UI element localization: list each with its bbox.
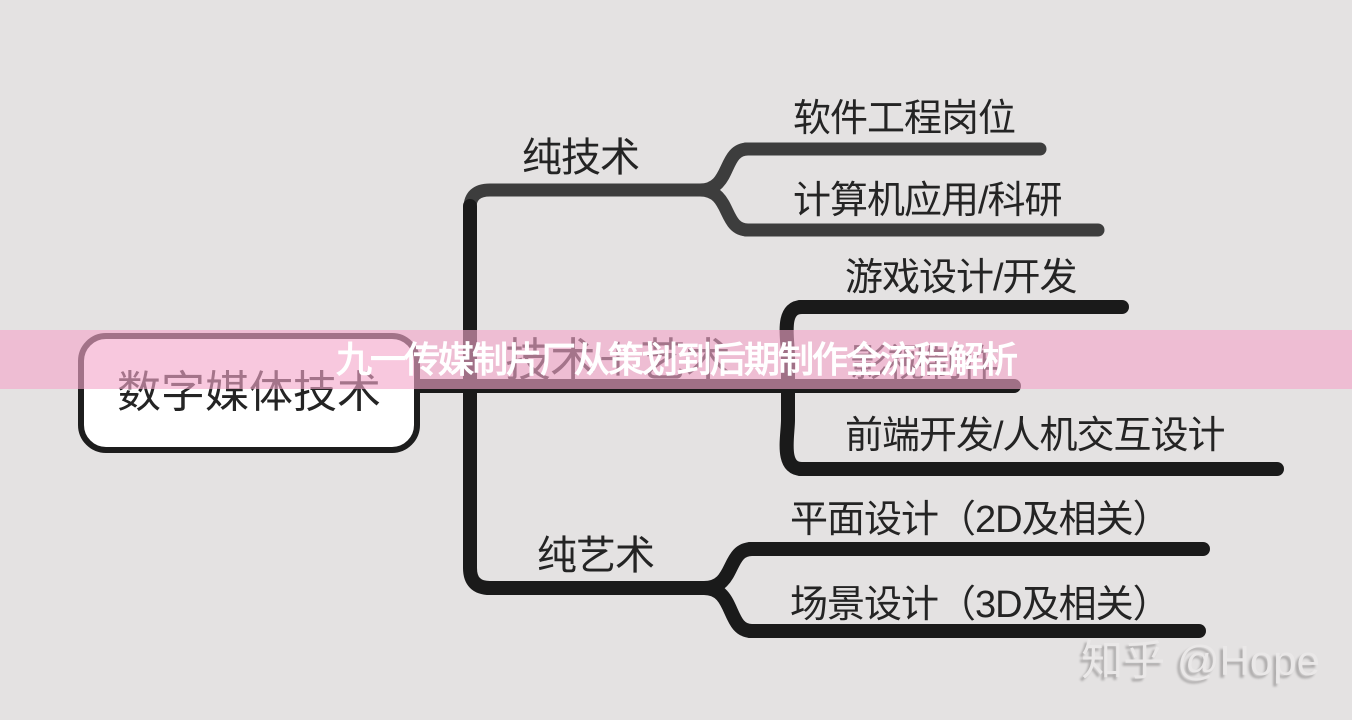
title-banner-text: 九一传媒制片厂从策划到后期制作全流程解析 [335, 338, 1018, 380]
connector-top-bracket [693, 142, 755, 237]
connector-trunk [463, 199, 713, 595]
node-game-design-development: 游戏设计/开发 [845, 257, 1078, 299]
branch-label-pure-art: 纯艺术 [537, 534, 655, 578]
watermark: 知乎 @Hope [1081, 637, 1320, 684]
branch-label-pure-tech: 纯技术 [522, 136, 640, 180]
title-banner: 九一传媒制片厂从策划到后期制作全流程解析 [0, 330, 1352, 389]
connector-bottom-bracket [697, 542, 759, 638]
node-software-engineering-jobs: 软件工程岗位 [793, 98, 1016, 140]
node-frontend-hci-design: 前端开发/人机交互设计 [845, 415, 1226, 457]
node-scene-design-3d: 场景设计（3D及相关） [790, 584, 1171, 626]
node-computer-application-research: 计算机应用/科研 [793, 180, 1063, 222]
connector-top-branch-line [463, 183, 713, 221]
node-graphic-design-2d: 平面设计（2D及相关） [790, 499, 1171, 541]
